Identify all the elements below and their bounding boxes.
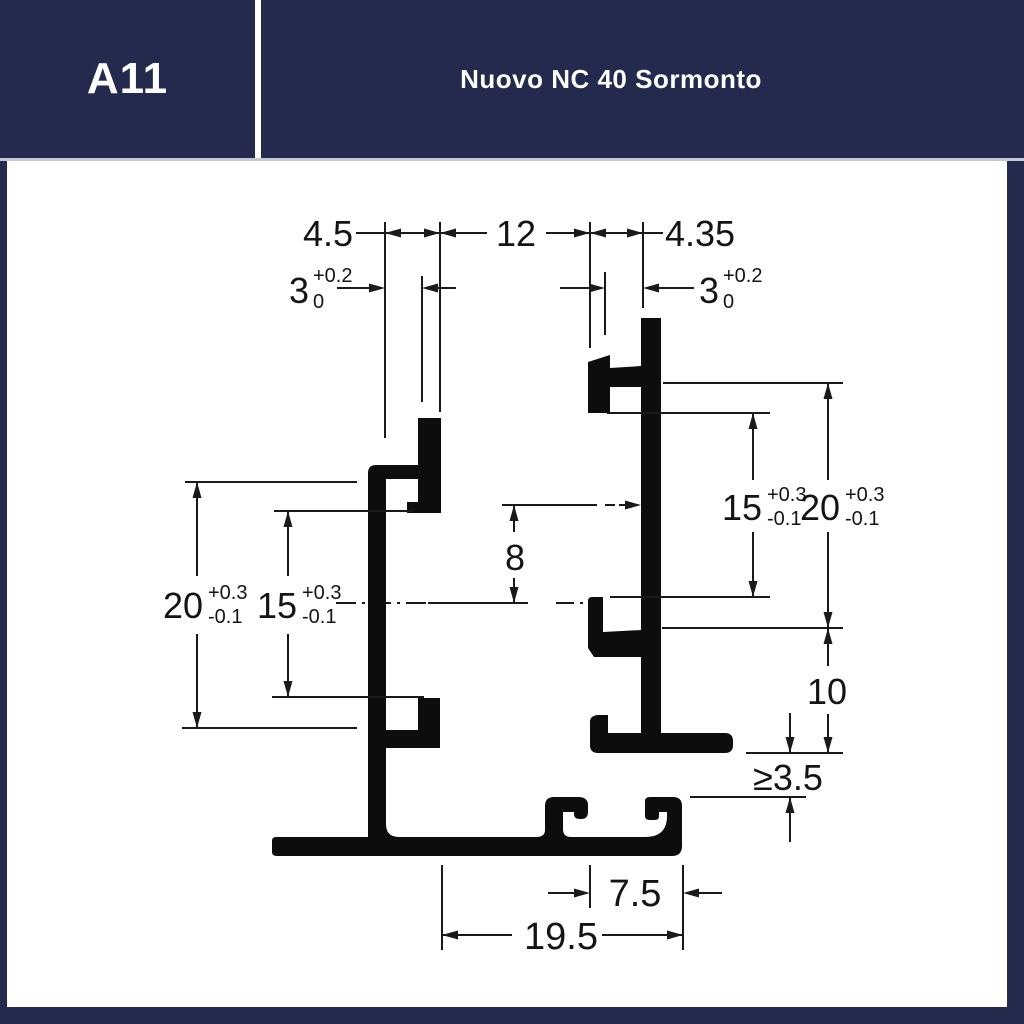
arrowhead <box>683 888 699 898</box>
arrowhead <box>440 228 456 238</box>
dim-groove-left-minus: 0 <box>313 291 324 313</box>
arrowhead <box>748 413 758 429</box>
sash-profile-shape <box>588 318 733 753</box>
dim-top-right-width: 4.35 <box>665 213 735 254</box>
dimension-labels: 4.5 12 4.35 3 +0.2 0 3 +0.2 0 20 +0.3 -0… <box>163 213 885 958</box>
dim-groove-left-plus: +0.2 <box>313 265 352 287</box>
arrowhead <box>823 383 833 399</box>
page-title: Nuovo NC 40 Sormonto <box>460 63 762 94</box>
arrowhead <box>589 283 605 293</box>
arrowhead <box>823 628 833 644</box>
arrowhead <box>785 737 795 753</box>
arrowhead <box>574 228 590 238</box>
dim-top-left-width: 4.5 <box>303 213 353 254</box>
arrowhead <box>667 930 683 940</box>
arrowhead <box>785 797 795 813</box>
dim-left-inner-minus: -0.1 <box>302 606 336 628</box>
dim-right-inner: 15 <box>722 487 762 528</box>
dim-left-outer: 20 <box>163 585 203 626</box>
dim-right-outer: 20 <box>800 487 840 528</box>
arrowhead <box>192 482 202 498</box>
arrowhead <box>823 737 833 753</box>
dim-right-inner-minus: -0.1 <box>767 508 801 530</box>
reference-lines <box>182 382 843 798</box>
dim-left-inner-plus: +0.3 <box>302 582 341 604</box>
dim-screw-channel: 7.5 <box>609 873 662 915</box>
arrowhead <box>422 283 438 293</box>
arrowhead <box>385 228 401 238</box>
dim-bottom-channel: 10 <box>807 671 847 712</box>
dim-top-middle-width: 12 <box>496 213 536 254</box>
arrowhead <box>509 587 519 603</box>
page-header: A11 Nuovo NC 40 Sormonto <box>0 0 1024 161</box>
dim-left-outer-plus: +0.3 <box>208 582 247 604</box>
dim-min-clearance: ≥3.5 <box>753 757 823 798</box>
arrowhead <box>283 681 293 697</box>
dim-groove-left: 3 <box>289 270 309 311</box>
arrowhead <box>823 612 833 628</box>
arrowhead <box>192 712 202 728</box>
frame-profile-shape <box>272 418 682 856</box>
profile-code-box: A11 <box>0 0 255 158</box>
arrowhead <box>748 581 758 597</box>
drawing-sheet <box>7 161 1007 1007</box>
arrowhead <box>590 228 606 238</box>
dim-groove-right: 3 <box>699 270 719 311</box>
dim-left-inner: 15 <box>257 585 297 626</box>
dim-center-offset: 8 <box>505 537 525 578</box>
page-title-box: Nuovo NC 40 Sormonto <box>261 0 961 158</box>
dimension-arrowheads <box>192 228 833 940</box>
arrowhead <box>643 283 659 293</box>
dim-groove-right-plus: +0.2 <box>723 265 762 287</box>
dim-groove-right-minus: 0 <box>723 291 734 313</box>
arrowhead <box>369 283 385 293</box>
dim-right-inner-plus: +0.3 <box>767 484 806 506</box>
arrowhead <box>509 505 519 521</box>
arrowhead <box>424 228 440 238</box>
profile-code: A11 <box>86 54 169 103</box>
dim-right-outer-minus: -0.1 <box>845 508 879 530</box>
header-divider <box>255 0 261 158</box>
dim-base-width: 19.5 <box>524 916 598 958</box>
arrowhead <box>283 511 293 527</box>
dim-left-outer-minus: -0.1 <box>208 606 242 628</box>
arrowhead <box>627 228 643 238</box>
arrowhead <box>442 930 458 940</box>
dim-right-outer-plus: +0.3 <box>845 484 884 506</box>
arrowhead <box>625 500 641 510</box>
arrowhead <box>574 888 590 898</box>
